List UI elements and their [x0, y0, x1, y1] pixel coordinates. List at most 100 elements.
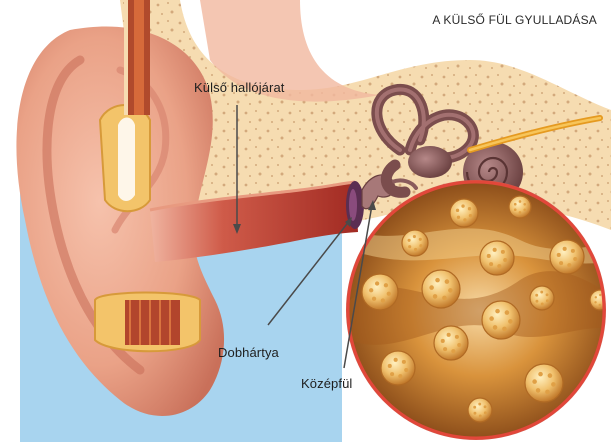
bacterium-texture — [594, 301, 596, 303]
bacterium — [381, 351, 415, 385]
bacterium-texture — [457, 216, 460, 219]
bacterium-texture — [551, 382, 556, 387]
eardrum-highlight — [349, 189, 357, 221]
vestibule — [408, 146, 452, 178]
bacterium-texture — [599, 294, 601, 296]
vessel-top-border — [124, 0, 128, 115]
bacterium — [450, 199, 478, 227]
bacterium-texture — [445, 279, 450, 284]
bacterium-texture — [469, 214, 472, 217]
bacterium — [480, 241, 514, 275]
bacterium-texture — [571, 249, 575, 253]
bacterium-texture — [489, 316, 494, 321]
bacterium — [362, 274, 398, 310]
bacterium — [525, 364, 563, 402]
bacterium-texture — [493, 325, 498, 330]
bacterium — [422, 270, 460, 308]
bacterium — [590, 290, 610, 310]
bacterium-texture — [599, 304, 601, 306]
bacterium-texture — [535, 294, 538, 297]
bacterium-texture — [442, 296, 447, 301]
bacterium-texture — [455, 335, 459, 339]
bacterium-texture — [505, 310, 510, 315]
muscle-lower — [125, 300, 180, 345]
bacterium-texture — [519, 211, 522, 214]
bacterium-texture — [473, 412, 476, 415]
bacterium-texture — [479, 415, 482, 418]
bacterium-texture — [414, 248, 417, 251]
bacterium-texture — [532, 379, 537, 384]
bacterium — [468, 398, 492, 422]
bacterium-texture — [372, 297, 376, 301]
bacterium — [434, 326, 468, 360]
bacterium-texture — [523, 203, 526, 206]
bacterium-texture — [489, 262, 493, 266]
bacterium — [530, 286, 554, 310]
bacterium-texture — [536, 388, 541, 393]
bacterium-texture — [514, 203, 517, 206]
bacterium-texture — [441, 339, 445, 343]
bacterium-texture — [563, 247, 567, 251]
bacterium-texture — [478, 403, 481, 406]
bacterium-texture — [419, 244, 422, 247]
bacterium-texture — [541, 303, 544, 306]
bacterium-texture — [473, 406, 476, 409]
bacterium-texture — [461, 204, 464, 207]
bacterium-texture — [548, 373, 553, 378]
bacterium-texture — [413, 235, 416, 238]
bacterium-texture — [484, 411, 487, 414]
label-middle-ear: Középfül — [301, 376, 352, 391]
bacterium-texture — [523, 208, 526, 211]
bacterium-texture — [375, 281, 379, 285]
page-title: A KÜLSŐ FÜL GYULLADÁSA — [432, 13, 597, 27]
bacterium-texture — [388, 364, 392, 368]
bacterium-texture — [595, 296, 597, 298]
bacterium-texture — [404, 368, 408, 372]
bacterium-texture — [546, 299, 549, 302]
bacterium-texture — [419, 238, 422, 241]
bacterium-texture — [573, 257, 577, 261]
bacteria-inset — [340, 180, 611, 442]
bacterium-texture — [451, 349, 455, 353]
bacterium-texture — [447, 333, 451, 337]
bacterium-texture — [463, 218, 466, 221]
bacterium-texture — [429, 285, 434, 290]
bacterium-texture — [484, 405, 487, 408]
bacterium-texture — [456, 209, 459, 212]
bacterium-texture — [398, 374, 402, 378]
bacterium-texture — [408, 239, 411, 242]
bacterium-texture — [448, 288, 453, 293]
bacterium-texture — [493, 248, 497, 252]
bacterium-texture — [508, 319, 513, 324]
label-ear-canal: Külső hallójárat — [194, 80, 285, 95]
bacterium-texture — [433, 294, 438, 299]
bacterium-texture — [502, 327, 507, 332]
bacterium-texture — [546, 293, 549, 296]
bacterium — [509, 196, 531, 218]
bacterium-texture — [443, 347, 447, 351]
label-eardrum: Dobhártya — [218, 345, 279, 360]
bacterium-texture — [457, 343, 461, 347]
bacterium-texture — [503, 258, 507, 262]
bacterium-texture — [435, 278, 440, 283]
bacterium-texture — [519, 200, 522, 203]
cartilage-upper-core — [118, 118, 135, 202]
bacterium-texture — [514, 208, 517, 211]
bacterium-texture — [381, 298, 385, 302]
bacterium-texture — [369, 288, 373, 292]
bacterium-texture — [497, 264, 501, 268]
bacterium-texture — [408, 245, 411, 248]
bacterium-texture — [567, 263, 571, 267]
bacterium-texture — [384, 283, 388, 287]
bacterium-texture — [394, 358, 398, 362]
bacterium-texture — [545, 390, 550, 395]
bacterium-texture — [559, 261, 563, 265]
bacterium-texture — [387, 292, 391, 296]
bacterium — [402, 230, 428, 256]
bacterium-texture — [487, 254, 491, 258]
bacterium-texture — [495, 309, 500, 314]
bacterium-texture — [535, 300, 538, 303]
bacterium-texture — [540, 291, 543, 294]
vessel-top-inner — [134, 0, 144, 115]
bacterium-texture — [557, 253, 561, 257]
